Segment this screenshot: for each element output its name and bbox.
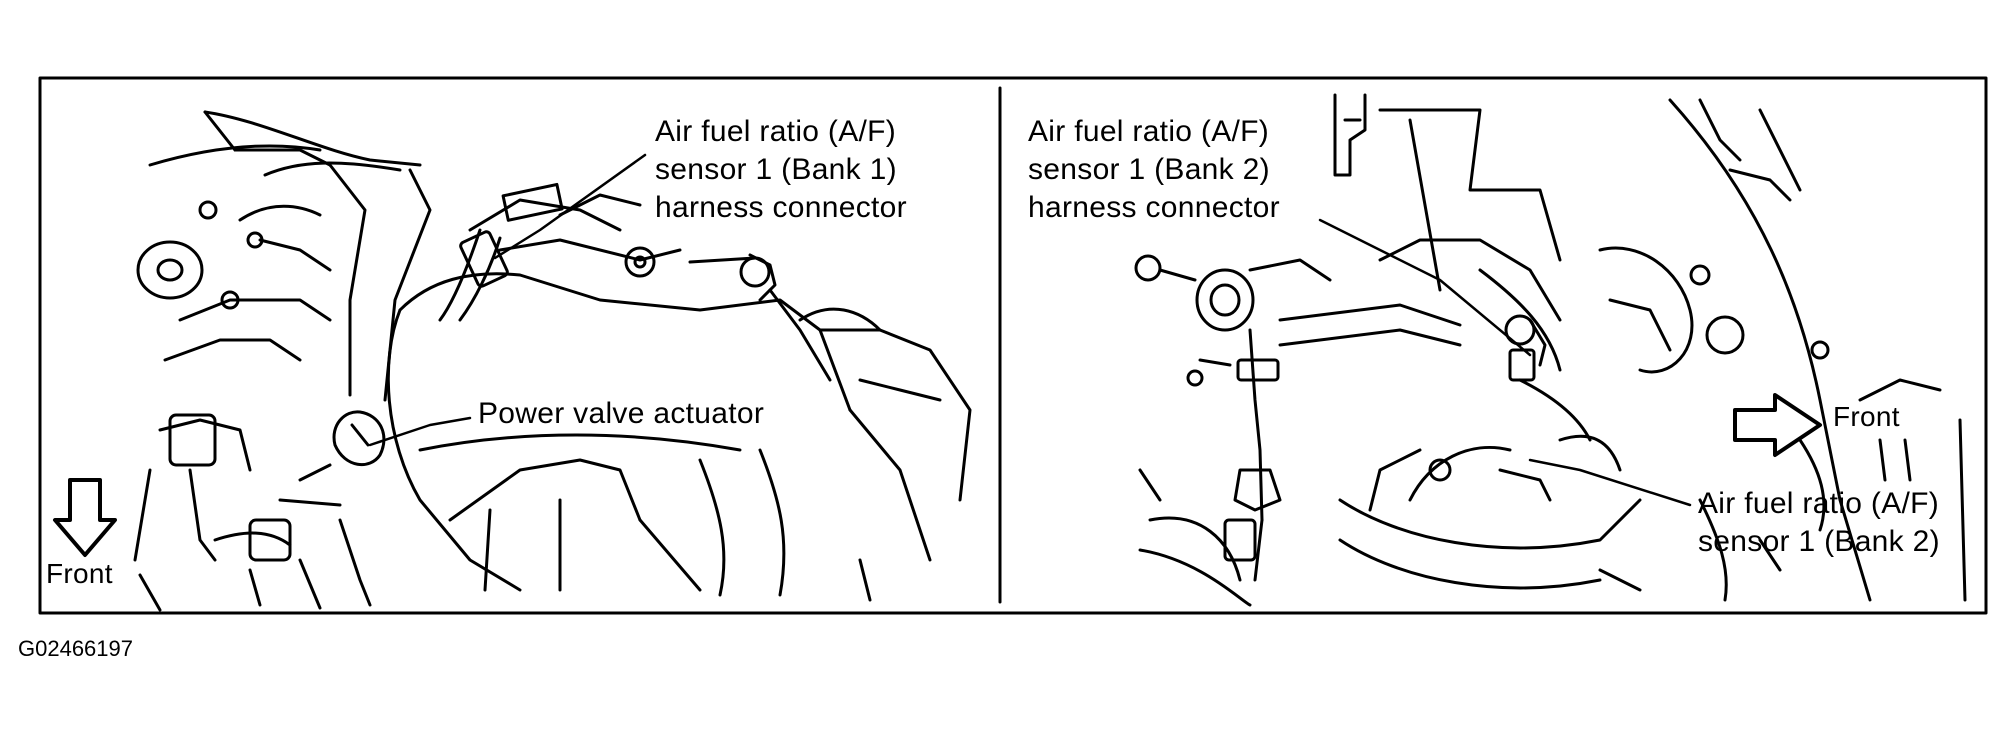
left-engine-sketch xyxy=(133,110,972,612)
label-front-left: Front xyxy=(46,558,113,589)
label-line-1: Air fuel ratio (A/F) xyxy=(1698,487,1940,520)
label-line-2: sensor 1 (Bank 2) xyxy=(1028,153,1270,186)
leader-af-connector-bank1 xyxy=(493,153,647,260)
label-power-valve-actuator: Power valve actuator xyxy=(478,397,765,430)
label-af-sensor-bank1-connector: Air fuel ratio (A/F) sensor 1 (Bank 1) h… xyxy=(655,113,907,227)
label-line-3: harness connector xyxy=(1028,191,1280,224)
leader-power-valve xyxy=(368,416,472,447)
right-engine-sketch xyxy=(1134,93,1967,607)
label-front-right: Front xyxy=(1833,401,1900,432)
label-line-2: sensor 1 (Bank 1) xyxy=(655,153,897,186)
leader-af-connector-bank2 xyxy=(1318,218,1532,357)
label-line-1: Air fuel ratio (A/F) xyxy=(655,115,897,148)
figure-id: G02466197 xyxy=(18,636,133,661)
front-arrow-right-icon xyxy=(1733,393,1822,457)
label-line-1: Air fuel ratio (A/F) xyxy=(1028,115,1270,148)
front-arrow-left-icon xyxy=(53,478,117,557)
label-af-sensor-bank2: Air fuel ratio (A/F) sensor 1 (Bank 2) xyxy=(1698,485,1940,561)
leader-af-sensor-bank2 xyxy=(1528,458,1692,507)
label-line-2: sensor 1 (Bank 2) xyxy=(1698,525,1940,558)
label-line-3: harness connector xyxy=(655,191,907,224)
figure-frame xyxy=(38,76,1988,615)
label-af-sensor-bank2-connector: Air fuel ratio (A/F) sensor 1 (Bank 2) h… xyxy=(1028,113,1280,227)
